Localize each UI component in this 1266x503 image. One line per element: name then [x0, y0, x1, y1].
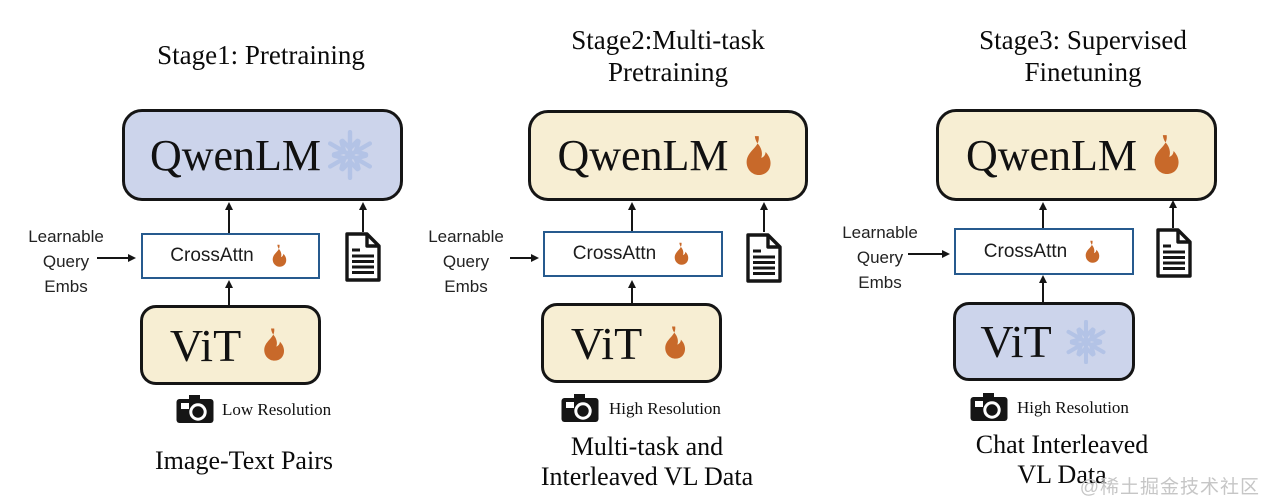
stage1-column: Stage1: Pretraining QwenLM Learnable Que…: [0, 0, 424, 503]
stage1-resolution-label: Low Resolution: [222, 400, 332, 419]
stage3-column: Stage3: Supervised Finetuning QwenLM Lea…: [814, 0, 1238, 503]
flame-icon: [667, 241, 693, 267]
stage3-title-line1: Stage3: Supervised: [979, 25, 1187, 55]
stage2-crossattn-box: CrossAttn: [543, 231, 723, 277]
flame-icon: [265, 243, 291, 269]
arrow-vit-to-crossattn: [1039, 275, 1047, 302]
stage2-vit-label: ViT: [570, 317, 643, 369]
text-document-icon: [745, 233, 783, 283]
stage3-title-line2: Finetuning: [1024, 57, 1142, 87]
stage3-qwenlm-label: QwenLM: [965, 130, 1138, 180]
arrow-query-embs-to-crossattn: [510, 254, 539, 262]
stage3-vit-label: ViT: [980, 316, 1052, 367]
text-document-icon: [1155, 228, 1193, 278]
stage2-resolution-label: High Resolution: [609, 399, 721, 418]
flame-icon: [1141, 132, 1187, 178]
arrow-vit-to-crossattn: [225, 280, 233, 305]
arrow-crossattn-to-qwenlm: [225, 202, 233, 233]
stage1-title: Stage1: Pretraining: [81, 39, 441, 71]
stage1-title-line1: Stage1: Pretraining: [157, 40, 365, 70]
arrow-document-to-qwenlm: [760, 202, 768, 232]
stage1-qwenlm-label: QwenLM: [149, 130, 322, 180]
arrow-crossattn-to-qwenlm: [628, 202, 636, 233]
flame-icon: [253, 326, 291, 364]
arrow-vit-to-crossattn: [628, 280, 636, 305]
stage2-learnable-query-embs-label: Learnable Query Embs: [428, 227, 504, 296]
stage3-qwenlm-box: QwenLM: [936, 109, 1217, 201]
camera-icon: [970, 392, 1008, 422]
stage1-vit-box: ViT: [140, 305, 321, 385]
stage1-qwenlm-box: QwenLM: [122, 109, 403, 201]
stage2-data-caption: Multi-task and Interleaved VL Data: [540, 432, 754, 491]
stage3-title: Stage3: Supervised Finetuning: [903, 24, 1263, 88]
stage3-crossattn-box: CrossAttn: [954, 228, 1134, 275]
stage1-crossattn-label: CrossAttn: [170, 245, 254, 266]
stage3-resolution-label: High Resolution: [1017, 398, 1129, 417]
flame-icon: [1078, 239, 1104, 265]
stage2-qwenlm-box: QwenLM: [528, 110, 808, 201]
snowflake-icon: [1063, 320, 1108, 364]
stage2-vit-box: ViT: [541, 303, 722, 383]
stage2-column: Stage2:Multi-task Pretraining QwenLM Lea…: [403, 0, 827, 503]
stage3-crossattn-label: CrossAttn: [983, 240, 1068, 262]
arrow-document-to-qwenlm: [359, 202, 367, 232]
stage3-vit-box: ViT: [953, 302, 1135, 381]
arrow-crossattn-to-qwenlm: [1039, 202, 1047, 233]
stage1-data-caption: Image-Text Pairs: [155, 446, 333, 475]
site-watermark: @稀土掘金技术社区: [1079, 477, 1260, 498]
stage2-qwenlm-label: QwenLM: [557, 131, 729, 180]
stage2-crossattn-label: CrossAttn: [572, 243, 657, 264]
snowflake-icon: [325, 130, 375, 180]
arrow-query-embs-to-crossattn: [908, 250, 950, 258]
flame-icon: [733, 133, 779, 179]
arrow-document-to-qwenlm: [1169, 200, 1177, 228]
stage3-data-caption: Chat Interleaved VL Data: [975, 430, 1149, 489]
stage3-learnable-query-embs-label: Learnable Query Embs: [842, 223, 918, 292]
stage2-title-line1: Stage2:Multi-task: [571, 25, 765, 55]
camera-icon: [176, 394, 214, 424]
arrow-query-embs-to-crossattn: [97, 254, 136, 262]
stage2-title-line2: Pretraining: [608, 57, 728, 87]
camera-icon: [561, 393, 599, 423]
stage2-title: Stage2:Multi-task Pretraining: [488, 24, 848, 88]
stage1-crossattn-box: CrossAttn: [141, 233, 320, 279]
text-document-icon: [344, 232, 382, 282]
stage1-vit-label: ViT: [169, 319, 242, 371]
flame-icon: [654, 324, 692, 362]
stage1-learnable-query-embs-label: Learnable Query Embs: [28, 227, 104, 296]
